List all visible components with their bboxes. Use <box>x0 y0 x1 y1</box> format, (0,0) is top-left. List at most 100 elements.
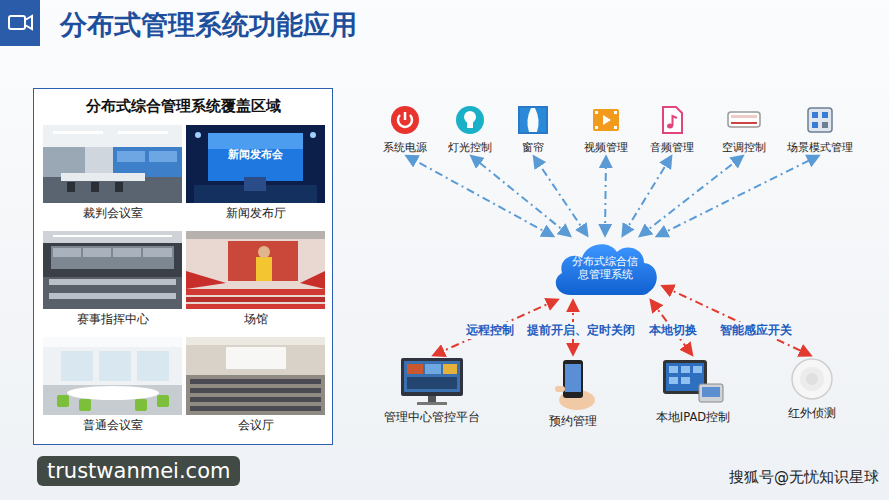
graphic-part <box>118 131 168 134</box>
photo-caption: 新闻发布厅 <box>186 205 325 222</box>
photo <box>43 231 182 309</box>
graphic-part <box>143 248 172 257</box>
device-icon <box>789 356 835 402</box>
edge-label: 智能感应开关 <box>718 322 794 339</box>
photo <box>186 125 325 203</box>
room-photo <box>43 125 182 203</box>
icon-holder <box>789 356 835 402</box>
graphic-part <box>663 107 682 133</box>
icon-label: 窗帘 <box>514 140 552 155</box>
icon-label: 灯光控制 <box>445 140 495 155</box>
graphic-part <box>61 173 145 181</box>
panel-heading: 分布式综合管理系统覆盖区域 <box>34 97 332 116</box>
device-icon-node: 窗帘 <box>514 104 552 155</box>
graphic-part <box>43 125 182 203</box>
graphic-part <box>407 364 423 374</box>
graphic-part <box>565 364 581 392</box>
graphic-part <box>669 366 678 373</box>
graphic-part <box>603 115 611 125</box>
graphic-part <box>57 395 69 407</box>
graphic-part <box>186 375 325 415</box>
graphic-part <box>91 182 99 192</box>
graphic-part <box>67 386 159 400</box>
graphic-part <box>208 133 303 149</box>
function-arrow <box>640 156 742 236</box>
graphic-part <box>728 112 760 127</box>
room-photo <box>186 125 325 203</box>
device-icon-node: 本地IPAD控制 <box>653 356 734 425</box>
graphic-part <box>226 347 286 369</box>
area-photo-tile: 普通会议室 <box>43 337 182 434</box>
icon-holder <box>389 104 421 136</box>
graphic-part <box>79 399 91 411</box>
system-cloud: 分布式综合信息管理系统 <box>549 237 661 299</box>
function-arrow <box>472 156 570 235</box>
device-icon-node: 空调控制 <box>719 104 769 155</box>
area-photo-tile: 裁判会议室 <box>43 125 182 222</box>
graphic-part <box>443 364 457 374</box>
room-photo <box>43 337 182 415</box>
area-photo-tile: 场馆 <box>186 231 325 328</box>
graphic-part <box>812 112 818 118</box>
icon-holder <box>547 356 599 410</box>
graphic-part <box>404 361 460 392</box>
graphic-part <box>555 386 565 392</box>
icon-label: 视频管理 <box>581 140 631 155</box>
icon-holder <box>454 104 486 136</box>
graphic-part <box>186 231 325 309</box>
function-arrow <box>605 157 606 235</box>
edge-label: 本地切换 <box>647 322 699 339</box>
region-panel: 分布式综合管理系统覆盖区域裁判会议室新闻发布厅新闻发布会赛事指挥中心场馆普通会议… <box>33 88 333 445</box>
graphic-part <box>822 112 828 118</box>
graphic-part <box>666 363 704 391</box>
room-photo <box>43 231 182 309</box>
graphic-part <box>391 106 419 134</box>
graphic-part <box>792 359 832 399</box>
graphic-part <box>467 122 473 128</box>
graphic-part <box>808 108 832 132</box>
graphic-part <box>190 379 321 384</box>
area-photo-tile: 赛事指挥中心 <box>43 231 182 328</box>
graphic-part <box>258 246 270 258</box>
graphic-part <box>186 125 325 203</box>
graphic-part <box>53 131 103 134</box>
graphic-part <box>186 289 325 295</box>
photo-caption: 裁判会议室 <box>43 205 182 222</box>
graphic-part <box>190 397 321 402</box>
area-photo-tile: 会议厅 <box>186 337 325 434</box>
icon-label: 空调控制 <box>719 140 769 155</box>
function-arrow <box>534 157 587 236</box>
graphic-part <box>113 248 141 257</box>
photo <box>186 231 325 309</box>
graphic-part <box>190 406 321 411</box>
graphic-part <box>186 271 226 289</box>
watermark: trustwanmei.com <box>37 456 240 486</box>
graphic-part <box>681 366 690 373</box>
function-arrow <box>623 157 671 236</box>
graphic-part <box>117 151 145 162</box>
graphic-part <box>228 241 298 281</box>
graphic-part <box>425 364 441 374</box>
photo-caption: 场馆 <box>186 311 325 328</box>
icon-holder <box>661 356 725 406</box>
device-icon <box>656 104 688 136</box>
graphic-part <box>614 126 617 129</box>
graphic-part <box>407 377 457 389</box>
graphic-part <box>535 108 546 132</box>
graphic-part <box>731 115 757 118</box>
graphic-part <box>115 182 123 192</box>
graphic-part <box>43 385 182 415</box>
graphic-part <box>43 147 85 177</box>
graphic-part <box>43 125 182 147</box>
graphic-part <box>99 351 131 381</box>
graphic-part <box>149 151 177 162</box>
device-icon <box>399 356 465 406</box>
device-icon <box>727 104 761 136</box>
graphic-part <box>702 387 720 397</box>
graphic-part <box>519 107 547 133</box>
graphic-part <box>310 132 316 138</box>
graphic-part <box>157 395 169 407</box>
photo <box>43 125 182 203</box>
graphic-part <box>190 388 321 393</box>
